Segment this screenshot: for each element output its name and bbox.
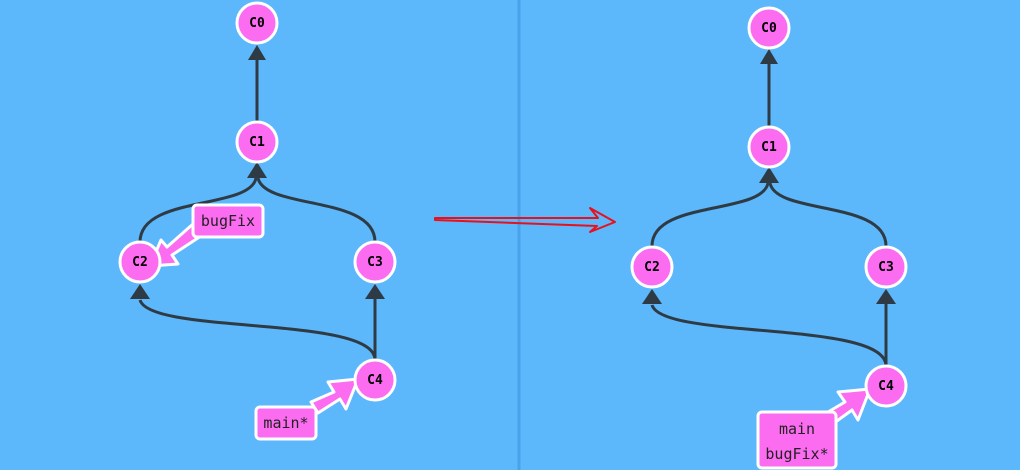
commit-node-c0: C0 <box>235 1 279 45</box>
after-panel: main bugFix* C0 C1 C2 C3 C4 <box>630 6 908 470</box>
branch-label-box-bugfix <box>191 203 265 239</box>
commit-label-c1: C1 <box>249 135 265 150</box>
commit-label-c0-after: C0 <box>761 21 777 36</box>
commit-label-c2-after: C2 <box>644 260 660 275</box>
edge-c3-c1-after <box>768 182 888 247</box>
transition-arrow <box>434 207 616 233</box>
branch-arrow-main <box>309 377 360 415</box>
commit-node-c3: C3 <box>353 240 397 284</box>
commit-label-c4: C4 <box>367 373 383 388</box>
edge-c4-c2-after <box>650 304 888 367</box>
commit-node-c1-after: C1 <box>747 125 791 169</box>
arrowhead-to-c3-after <box>876 289 896 304</box>
commit-node-c1: C1 <box>235 120 279 164</box>
commit-label-c3: C3 <box>367 255 383 270</box>
branch-label-main-after: main <box>779 420 815 438</box>
commit-label-c4-after: C4 <box>878 379 894 394</box>
commit-node-c2-after: C2 <box>630 245 674 289</box>
before-panel: bugFix main* C0 C1 C2 C3 <box>118 1 397 441</box>
branch-pointer-main-bugfix: main bugFix* <box>756 387 872 470</box>
arrowhead-to-c2-after <box>642 289 662 304</box>
branch-label-bugfix: bugFix <box>201 212 255 230</box>
edge-c2-c1-after <box>650 182 770 247</box>
branch-pointer-main: main* <box>254 377 360 441</box>
branch-arrow-bugfix <box>148 222 203 268</box>
after-edges <box>650 64 888 367</box>
arrowhead-to-c0 <box>248 45 266 60</box>
commit-label-c1-after: C1 <box>761 140 777 155</box>
arrowhead-to-c2 <box>130 284 150 299</box>
commit-node-c3-after: C3 <box>864 245 908 289</box>
branch-label-box-main-bugfix <box>756 410 838 470</box>
commit-label-c3-after: C3 <box>878 260 894 275</box>
arrowhead-to-c3 <box>365 284 385 299</box>
before-commits: C0 C1 C2 C3 C4 <box>118 1 397 402</box>
after-commits: C0 C1 C2 C3 C4 <box>630 6 908 408</box>
after-arrowheads <box>642 49 896 304</box>
branch-label-box-main <box>254 405 318 441</box>
commit-node-c2: C2 <box>118 240 162 284</box>
commit-label-c2: C2 <box>132 255 148 270</box>
edge-c3-c1 <box>256 177 377 243</box>
commit-node-c0-after: C0 <box>747 6 791 50</box>
branch-label-bugfix-after: bugFix* <box>765 445 828 463</box>
branch-label-main: main* <box>263 414 308 432</box>
commit-node-c4-after: C4 <box>864 364 908 408</box>
edge-c4-c2 <box>138 299 377 361</box>
commit-label-c0: C0 <box>249 16 265 31</box>
commit-node-c4: C4 <box>353 358 397 402</box>
arrowhead-to-c1-after <box>759 167 779 183</box>
arrowhead-to-c0-after <box>760 49 778 64</box>
arrowhead-to-c1 <box>247 162 267 178</box>
branch-pointer-bugfix: bugFix <box>148 203 265 268</box>
before-arrowheads <box>130 45 385 299</box>
